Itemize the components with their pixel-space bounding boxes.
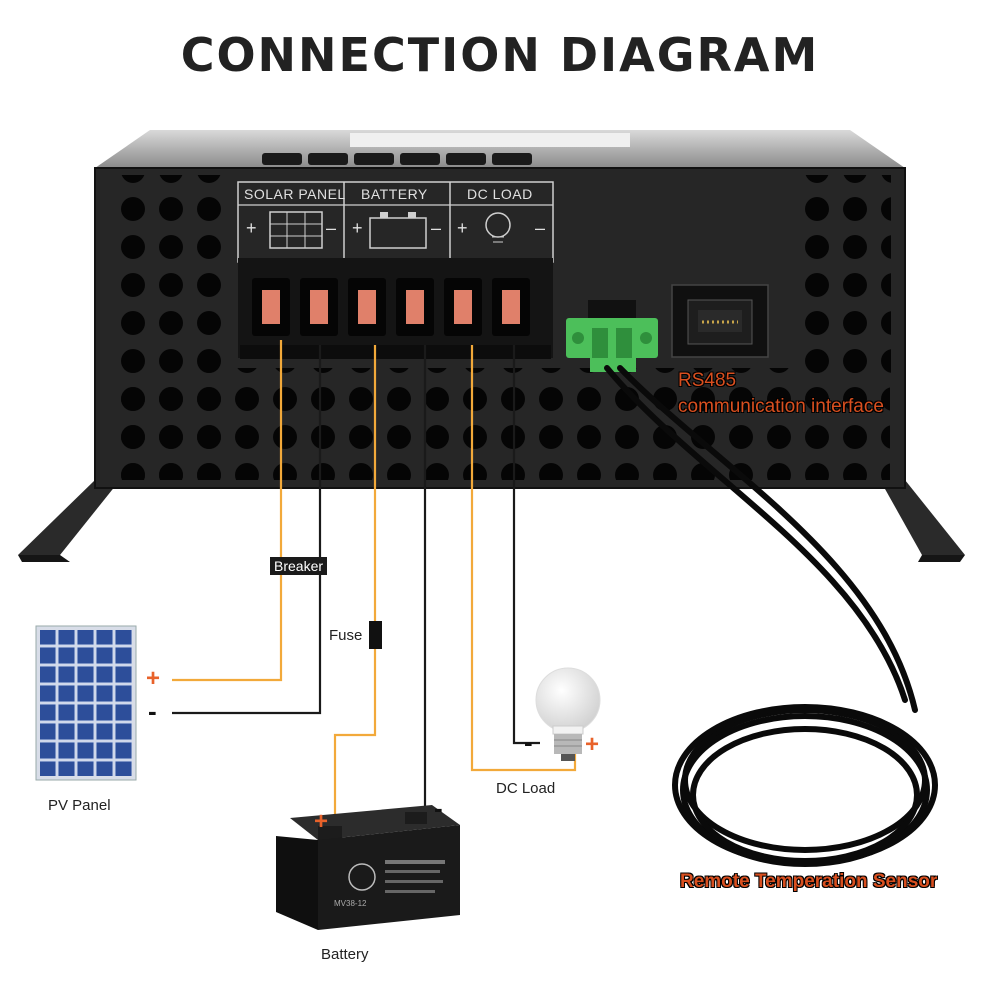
wire-load-negative [512,345,540,745]
diagram-title: CONNECTION DIAGRAM [180,28,820,82]
battery-model-text: MV38-12 [334,899,367,908]
battery-minus-sign: - [434,793,443,823]
wire-pv-positive [172,340,283,682]
rj45-port [671,284,769,358]
light-bulb-image [535,667,601,761]
load-minus-mark: – [535,218,546,238]
battery-plus-mark: + [352,218,363,238]
dc-load-label: DC Load [496,780,556,797]
rs485-connector [566,300,658,372]
sensor-cable [604,365,938,867]
terminal-label-dc-load: DC LOAD [467,186,533,202]
pv-minus-sign: - [148,696,157,726]
battery-plus-sign: + [314,808,329,835]
rs485-communication-label: communication interface [678,396,884,417]
remote-sensor-label: Remote Temperation Sensor [680,871,938,892]
battery-minus-mark: – [431,218,442,238]
solar-minus-mark: – [326,218,337,238]
terminal-slots [252,278,530,336]
terminal-label-battery: BATTERY [361,186,428,202]
battery-image: MV38-12 [276,805,460,930]
fuse-symbol [369,621,382,649]
wire-pv-negative [172,345,322,715]
mounting-feet [18,480,965,562]
pv-plus-sign: + [146,665,161,692]
load-plus-mark: + [457,218,468,238]
rs485-label: RS485 [678,370,737,391]
pv-panel-image [35,625,137,781]
terminal-label-solar-panel: SOLAR PANEL [244,186,346,202]
wiring [172,340,577,818]
solar-plus-mark: + [246,218,257,238]
battery-label: Battery [321,946,369,963]
terminal-block [237,181,554,359]
fuse-label: Fuse [329,627,363,644]
load-minus-sign: - [524,727,533,757]
controller-top [95,130,905,168]
pv-panel-label: PV Panel [48,797,111,814]
top-vent-buttons [262,153,532,165]
wire-battery-positive [333,345,377,818]
load-plus-sign: + [585,731,600,758]
breaker-label: Breaker [270,557,328,575]
